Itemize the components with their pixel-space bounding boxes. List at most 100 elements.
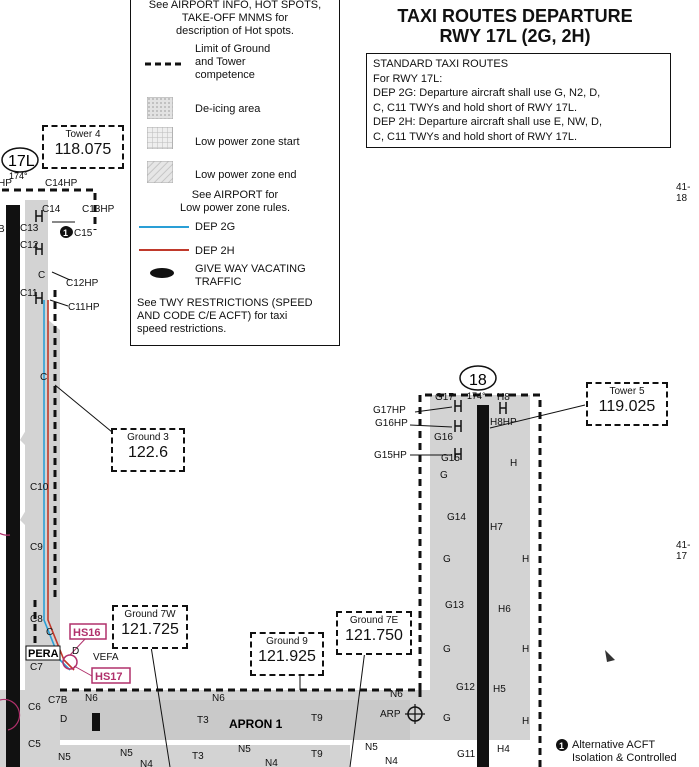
label-g16: G16: [434, 432, 453, 443]
legend: See AIRPORT INFO, HOT SPOTS, TAKE-OFF MN…: [130, 0, 340, 346]
label-c13: C13: [20, 223, 39, 234]
limit-symbol-icon: [145, 62, 185, 66]
legend-hotspots-note: See AIRPORT INFO, HOT SPOTS, TAKE-OFF MN…: [131, 0, 339, 38]
dep2g-line-icon: [139, 226, 189, 228]
label-b: B: [0, 224, 5, 235]
label-h-3: H: [522, 644, 529, 655]
label-h8hp: H8HP: [490, 417, 517, 428]
legend-give-way-0: GIVE WAY VACATING: [195, 263, 306, 275]
ground-7w-box: Ground 7W 121.725: [112, 605, 188, 649]
hotspot-hs17-box: [91, 667, 131, 684]
label-h4: H4: [497, 744, 510, 755]
ground-7e-frequency: 121.750: [345, 627, 403, 644]
label-h5: H5: [493, 684, 506, 695]
legend-limit: Limit of Ground and Tower competence: [195, 43, 270, 82]
ground-7w-name: Ground 7W: [124, 609, 176, 620]
label-n6-3: N6: [390, 689, 403, 700]
apron-stand-marker: [92, 713, 100, 731]
deicing-swatch-icon: [147, 97, 173, 119]
label-c14hp: C14HP: [45, 178, 78, 189]
tower-5-name: Tower 5: [609, 386, 645, 397]
taxilane-n5: [50, 745, 350, 767]
label-vefa: VEFA: [93, 652, 119, 663]
ground-7w-frequency: 121.725: [121, 621, 179, 638]
tower-4-frequency: 118.075: [54, 141, 112, 158]
label-n5-3: N5: [238, 744, 251, 755]
dep2h-line-icon: [139, 249, 189, 251]
label-g15: G15: [441, 453, 460, 464]
label-c7: C7: [30, 662, 43, 673]
label-n5-1: N5: [58, 752, 71, 763]
legend-restrictions-2: speed restrictions.: [137, 323, 227, 335]
label-n4-2: N4: [265, 758, 278, 767]
label-h-4: H: [522, 716, 529, 727]
label-d-2: D: [60, 714, 67, 725]
label-c13hp: C13HP: [82, 204, 115, 215]
apron-label: APRON 1: [229, 717, 283, 731]
label-c6: C6: [28, 702, 41, 713]
hs17-leader: [73, 665, 93, 677]
legend-top-0: See AIRPORT INFO, HOT SPOTS,: [148, 0, 322, 11]
hotspot-circle-2: [0, 698, 21, 731]
label-t9-1: T9: [311, 713, 323, 724]
route-dep-2h: [47, 300, 75, 671]
label-c-3: C: [46, 627, 53, 638]
label-h7: H7: [490, 522, 503, 533]
side-ref-41-18: 41-18: [676, 182, 691, 204]
hotspot-circle: [0, 532, 11, 536]
label-n6-2: N6: [212, 693, 225, 704]
legend-see-airport: See AIRPORT for Low power zone rules.: [131, 189, 339, 215]
legend-give-way: GIVE WAY VACATING TRAFFIC: [195, 263, 306, 289]
legend-dep2g: DEP 2G: [195, 221, 236, 233]
label-g12: G12: [456, 682, 475, 693]
leader-lines: [49, 221, 586, 767]
std-line-1: For RWY 17L:: [373, 72, 443, 85]
runway-18: [477, 405, 489, 767]
tower-4-name: Tower 4: [65, 129, 101, 140]
std-line-2: DEP 2G: Departure aircraft shall use G, …: [373, 87, 601, 99]
legend-lp-end: Low power zone end: [195, 169, 297, 181]
waypoint-pera-box: [25, 645, 61, 661]
lp-end-swatch-icon: [147, 161, 173, 183]
route-dep-2g: [43, 300, 71, 671]
cursor-icon: [605, 650, 615, 662]
runway-17l-heading: 174°: [9, 171, 28, 181]
footnote-line-1: Isolation & Controlled: [572, 752, 677, 764]
runway-18-callout: [459, 365, 497, 391]
label-c5: C5: [28, 739, 41, 750]
label-g-3: G: [443, 644, 451, 655]
title-line-1: TAXI ROUTES DEPARTURE: [397, 6, 633, 26]
legend-limit-2: competence: [195, 69, 255, 81]
holding-points: [35, 210, 507, 460]
legend-give-way-1: TRAFFIC: [195, 276, 242, 288]
runway-18-heading: 174°: [467, 391, 486, 401]
legend-restrictions: See TWY RESTRICTIONS (SPEED AND CODE C/E…: [137, 297, 313, 336]
std-line-3: C, C11 TWYs and hold short of RWY 17L.: [373, 101, 578, 114]
label-t3-2: T3: [192, 751, 204, 762]
legend-lp-start: Low power zone start: [195, 136, 300, 148]
side-ref-41-17: 41-17: [676, 540, 691, 562]
label-c12: C12: [20, 240, 39, 251]
legend-dep2h: DEP 2H: [195, 245, 235, 257]
label-g17hp: G17HP: [373, 405, 406, 416]
label-c10: C10: [30, 482, 49, 493]
footnote-number-icon: [556, 739, 568, 751]
runway-17l: [6, 205, 20, 767]
chart-title: TAXI ROUTES DEPARTURE RWY 17L (2G, 2H): [380, 6, 650, 46]
std-line-0: STANDARD TAXI ROUTES: [373, 58, 509, 70]
tower-5-frequency: 119.025: [598, 398, 656, 415]
ground-7e-name: Ground 7E: [349, 615, 399, 626]
ground-3-frequency: 122.6: [127, 444, 169, 461]
label-h-2: H: [522, 554, 529, 565]
label-c14: C14: [42, 204, 61, 215]
label-n4-1: N4: [140, 759, 153, 767]
legend-top-1: TAKE-OFF MNMS for: [181, 12, 289, 24]
runway-17l-label: 17L: [8, 153, 35, 170]
legend-limit-0: Limit of Ground: [195, 43, 271, 55]
label-g17: G17: [435, 392, 454, 403]
legend-see-airport-1: Low power zone rules.: [179, 202, 291, 214]
label-n5-2: N5: [120, 748, 133, 759]
legend-restrictions-1: AND CODE C/E ACFT) for taxi: [137, 310, 288, 322]
label-c12hp: C12HP: [66, 278, 99, 289]
